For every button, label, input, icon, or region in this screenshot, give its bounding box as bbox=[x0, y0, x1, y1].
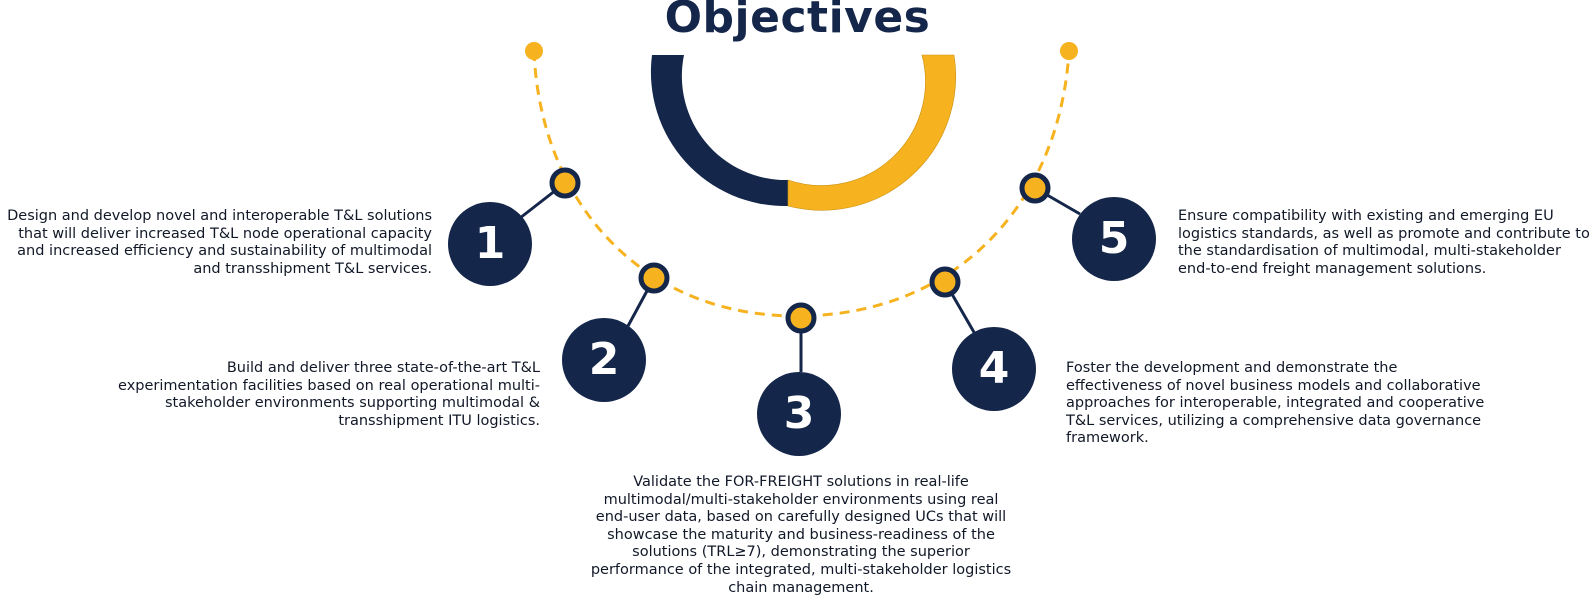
objective-number-4: 4 bbox=[978, 343, 1010, 394]
objective-text-1: Design and develop novel and interoperab… bbox=[7, 208, 432, 277]
objective-number-2: 2 bbox=[588, 334, 620, 385]
timeline-node-2 bbox=[638, 262, 670, 294]
objective-text-3: Validate the FOR-FREIGHT solutions in re… bbox=[590, 474, 1012, 596]
objective-number-3: 3 bbox=[783, 388, 815, 439]
objective-text-2: Build and deliver three state-of-the-art… bbox=[118, 360, 540, 429]
timeline-node-1 bbox=[549, 167, 581, 199]
number-circle-4 bbox=[952, 327, 1036, 411]
timeline-node-5 bbox=[1019, 172, 1051, 204]
objective-text-4: Foster the development and demonstrate t… bbox=[1066, 360, 1485, 447]
timeline-end-dot-right bbox=[1060, 42, 1078, 60]
number-circle-1 bbox=[448, 202, 532, 286]
objective-text-5: Ensure compatibility with existing and e… bbox=[1178, 208, 1590, 277]
half-ring-gold bbox=[787, 54, 956, 211]
objective-number-1: 1 bbox=[474, 218, 506, 269]
half-ring-navy bbox=[650, 55, 788, 207]
number-circle-5 bbox=[1072, 197, 1156, 281]
timeline-node-4 bbox=[929, 266, 961, 298]
page-title: Objectives bbox=[664, 0, 931, 43]
timeline-end-dot-left bbox=[525, 42, 543, 60]
number-circle-2 bbox=[562, 318, 646, 402]
objective-number-5: 5 bbox=[1098, 213, 1130, 264]
timeline-node-3 bbox=[785, 302, 817, 334]
number-circle-3 bbox=[757, 372, 841, 456]
